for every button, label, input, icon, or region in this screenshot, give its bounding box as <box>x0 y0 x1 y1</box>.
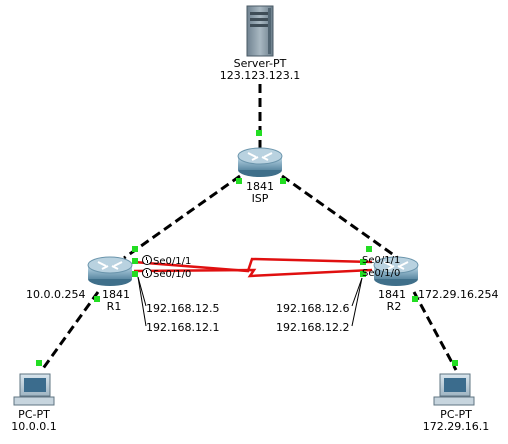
link-light <box>360 271 366 277</box>
server-ip-label: 123.123.123.1 <box>219 69 301 82</box>
clock-icon <box>142 255 152 265</box>
link-light <box>452 360 458 366</box>
router-r1-icon[interactable] <box>87 256 133 286</box>
link-light <box>366 246 372 252</box>
link-light <box>236 178 242 184</box>
ethernet-links <box>40 84 458 371</box>
pc2-type-label: PC-PT <box>440 408 472 421</box>
link-isp-r2[interactable] <box>281 174 399 260</box>
pc2-ip-label: 172.29.16.1 <box>422 420 490 433</box>
serial-link-lower[interactable] <box>133 268 373 278</box>
r1-interface-s011: Se0/1/1 <box>142 255 191 267</box>
r2-name-label: R2 <box>386 300 402 313</box>
r2-model-label: 1841 <box>378 288 406 301</box>
link-lights <box>36 130 458 366</box>
r1-lan-ip-label: 10.0.0.254 <box>26 288 86 301</box>
r1-serial-ip-a: 192.168.12.5 <box>146 302 220 315</box>
pc1-icon[interactable] <box>13 373 55 406</box>
r1-interface-s010-label: Se0/1/0 <box>153 269 192 280</box>
r1-interface-s010: Se0/1/0 <box>142 268 191 280</box>
link-r1-pc1[interactable] <box>40 291 100 371</box>
server-type-label: Server-PT <box>233 57 287 70</box>
pc2-icon[interactable] <box>433 373 475 406</box>
r2-serial-ip-b: 192.168.12.2 <box>276 321 350 334</box>
link-light <box>94 296 100 302</box>
router-r2-icon[interactable] <box>373 256 419 286</box>
link-isp-r1[interactable] <box>123 174 241 260</box>
link-light <box>36 360 42 366</box>
r1-interface-s011-label: Se0/1/1 <box>153 256 192 267</box>
leader-lines <box>137 276 363 327</box>
router-isp-icon[interactable] <box>237 147 283 177</box>
link-light <box>280 178 286 184</box>
link-r2-pc2[interactable] <box>412 291 458 371</box>
clock-icon <box>142 268 152 278</box>
link-light <box>132 246 138 252</box>
link-light <box>412 296 418 302</box>
r2-interface-s010: Se0/1/0 <box>362 268 401 279</box>
r2-serial-ip-a: 192.168.12.6 <box>276 302 350 315</box>
r2-lan-ip-label: 172.29.16.254 <box>418 288 499 301</box>
link-light <box>360 259 366 265</box>
r1-serial-ip-b: 192.168.12.1 <box>146 321 220 334</box>
pc1-type-label: PC-PT <box>18 408 50 421</box>
isp-name-label: ISP <box>251 192 269 205</box>
link-light <box>132 271 138 277</box>
r1-name-label: R1 <box>106 300 122 313</box>
r2-interface-s011: Se0/1/1 <box>362 255 401 266</box>
r1-model-label: 1841 <box>102 288 130 301</box>
serial-link-upper[interactable] <box>133 257 373 273</box>
server-icon[interactable] <box>246 5 274 57</box>
serial-links <box>133 257 373 278</box>
pc1-ip-label: 10.0.0.1 <box>11 420 57 433</box>
link-light <box>132 258 138 264</box>
isp-model-label: 1841 <box>246 180 274 193</box>
link-light <box>256 130 262 136</box>
